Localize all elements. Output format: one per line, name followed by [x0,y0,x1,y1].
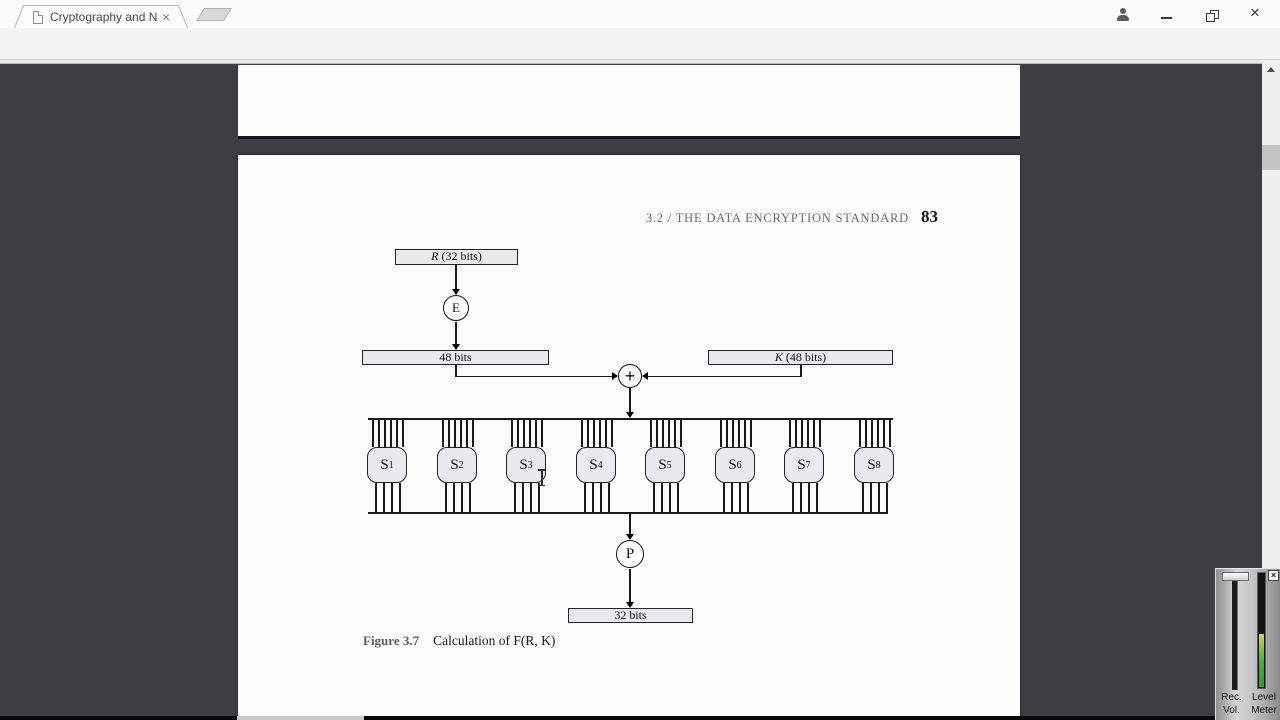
bits48-box: 48 bits [362,350,549,365]
section-heading: 3.2 / THE DATA ENCRYPTION STANDARD [645,211,909,225]
profile-avatar-icon[interactable] [1114,6,1131,23]
figure-caption: Figure 3.7 Calculation of F(R, K) [363,633,555,649]
tab-title: Cryptography and Netwo [50,10,158,24]
scrollbar-up-arrow-icon[interactable] [1267,67,1275,72]
new-tab-button[interactable] [195,8,233,21]
pdf-page-previous [238,65,1020,139]
figure-caption-text: Calculation of F(R, K) [433,633,556,648]
viewer-top-strip [0,60,1280,64]
expansion-node: E [443,295,469,321]
k-key-box: K (48 bits) [708,350,893,365]
record-volume-slider-track[interactable] [1232,578,1238,690]
pdf-document-icon [33,10,43,24]
level-meter [1257,572,1266,689]
recorder-close-icon[interactable]: × [1268,570,1279,581]
level-meter-label-line2: Meter [1251,705,1277,716]
browser-toolbar: ← → ↻ i file:///E:/6th%20semester/Networ… [0,28,1280,85]
bits32-box: 32 bits [568,608,693,623]
scrollbar-thumb[interactable] [1262,145,1280,170]
record-volume-slider-thumb[interactable] [1222,572,1249,581]
window-minimize-button[interactable] [1161,17,1172,19]
tab-close-icon[interactable]: × [162,9,171,25]
window-restore-button[interactable] [1206,10,1219,22]
rec-vol-label-line1: Rec. [1221,692,1242,703]
rec-vol-label-line2: Vol. [1223,705,1240,716]
level-meter-green-bar [1259,634,1264,687]
level-meter-label-line1: Level [1252,692,1276,703]
recorder-labels: Rec. Vol. Level Meter [1216,691,1280,717]
pdf-page-current: 3.2 / THE DATA ENCRYPTION STANDARD 83 R … [238,155,1020,716]
viewer-scrollbar[interactable] [1262,60,1280,720]
browser-tab[interactable]: Cryptography and Netwo × [14,5,188,28]
text-cursor-pointer [537,468,546,487]
figure-caption-label: Figure 3.7 [363,633,420,648]
xor-node: + [618,364,642,388]
window-close-button[interactable]: × [1250,3,1260,22]
page-header: 3.2 / THE DATA ENCRYPTION STANDARD 83 [646,207,938,227]
bottom-edge-light-segment [237,716,364,720]
bottom-edge-strip [0,716,1280,720]
page-number: 83 [921,207,938,226]
permutation-node: P [616,540,644,568]
browser-titlebar: Cryptography and Netwo × × [0,0,1280,28]
r-input-box: R (32 bits) [395,249,518,265]
recorder-volume-panel: × Rec. Vol. Level Meter [1215,568,1280,720]
